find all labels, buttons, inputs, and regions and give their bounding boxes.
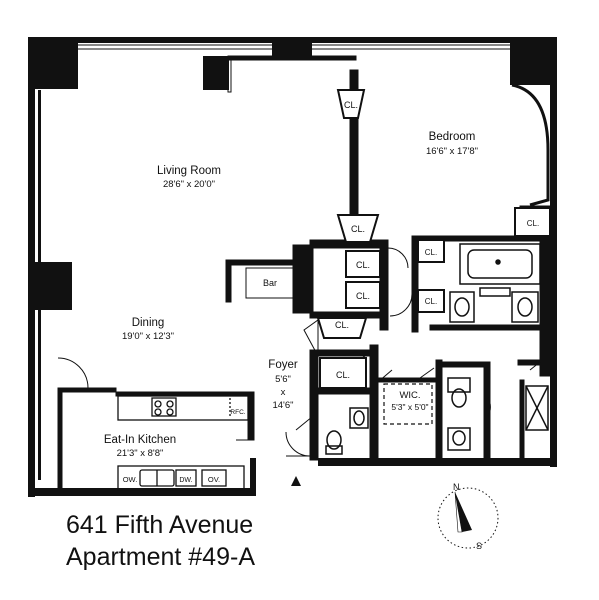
closet-foyer	[319, 357, 367, 389]
closet-label: CL.	[356, 260, 370, 270]
closet-label: CL.	[527, 219, 539, 228]
toilet-powder	[326, 430, 342, 450]
room-labels: Living Room 28'6" x 20'0" Bedroom 16'6" …	[104, 131, 478, 459]
vanity-left	[449, 291, 475, 323]
compass-icon: N S	[437, 482, 499, 551]
compass-south: S	[476, 541, 482, 551]
closet-label: CL.	[356, 291, 370, 301]
foyer-size-height: 14'6"	[272, 400, 293, 411]
appliance-rfc: RFC.	[230, 409, 245, 416]
entry-arrow-icon	[291, 476, 301, 486]
closet-core-small	[316, 317, 368, 339]
living-room-size: 28'6" x 20'0"	[163, 179, 215, 190]
closet-label: CL.	[425, 297, 437, 306]
appliance-labels: OW. DW. OV. RFC.	[123, 409, 246, 484]
bath-fixtures	[325, 243, 549, 455]
closet-label: CL.	[335, 320, 349, 330]
closet-label: CL.	[344, 100, 358, 110]
bedroom-name: Bedroom	[429, 131, 476, 143]
closet-bed-lower	[417, 289, 445, 313]
foyer-size-x: x	[281, 387, 286, 398]
sink-bath2	[447, 427, 471, 451]
cooktop	[151, 397, 177, 417]
kitchen-size: 21'3" x 8'8"	[117, 448, 164, 459]
kitchen-counters	[117, 395, 249, 491]
bedroom-size: 16'6" x 17'8"	[426, 146, 478, 157]
appliance-ov: OV.	[208, 475, 220, 484]
closets	[316, 89, 551, 389]
dining-name: Dining	[132, 317, 165, 329]
shower	[525, 385, 549, 431]
foyer-name: Foyer	[268, 359, 298, 371]
doors	[57, 247, 541, 457]
closet-core-lower	[345, 281, 381, 309]
closet-labels: CL. CL. CL. CL. CL. CL. CL. CL. CL.	[335, 100, 539, 380]
closet-label: CL.	[425, 248, 437, 257]
kitchen-name: Eat-In Kitchen	[104, 434, 176, 446]
appliance-ow: OW.	[123, 475, 138, 484]
foyer-size-width: 5'6"	[275, 374, 291, 385]
compass-north: N	[453, 482, 460, 492]
bar-label: Bar	[263, 278, 277, 288]
living-room-name: Living Room	[157, 165, 221, 177]
closet-top-wedge	[336, 89, 366, 119]
wic-size: 5'3" x 5'0"	[391, 402, 428, 412]
upper-counter	[117, 395, 249, 421]
closet-core-upper	[345, 250, 381, 278]
wic-outline	[383, 383, 433, 425]
closet-label: CL.	[351, 224, 365, 234]
closet-bed-right	[514, 207, 551, 237]
dining-size: 19'0" x 12'3"	[122, 331, 174, 342]
closet-bed-upper	[417, 239, 445, 263]
address-caption: 641 Fifth Avenue	[66, 511, 254, 539]
wic-name: WIC.	[399, 390, 420, 401]
vanity-right	[511, 291, 539, 323]
closet-label: CL.	[336, 370, 350, 380]
windows	[30, 44, 510, 488]
interior-walls	[57, 55, 551, 489]
closet-mid-wedge	[336, 214, 380, 243]
sink-powder	[349, 407, 369, 429]
apartment-caption: Apartment #49-A	[66, 543, 255, 571]
toilet-bath2	[447, 377, 471, 393]
exterior-walls	[28, 37, 557, 497]
bar-detail	[245, 267, 299, 299]
appliance-dw: DW.	[179, 477, 192, 484]
lower-counter	[117, 465, 245, 491]
